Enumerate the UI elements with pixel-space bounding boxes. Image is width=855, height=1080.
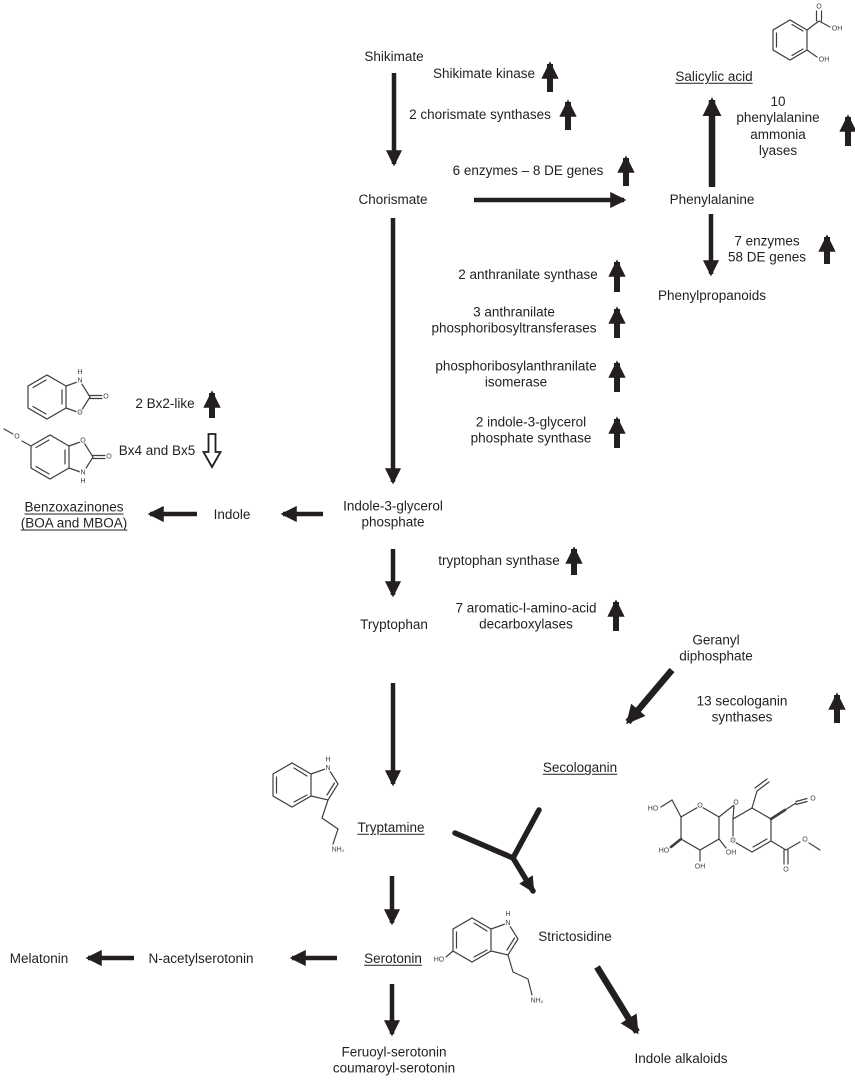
node-melatonin: Melatonin <box>9 950 69 966</box>
node-geranyl-diphosphate: Geranyl diphosphate <box>679 632 753 664</box>
atom-label: HO <box>434 957 445 964</box>
node-strictosidine: Strictosidine <box>538 928 612 944</box>
atom-label: HO <box>648 806 659 813</box>
enzyme-indole-3-glycerol-phosphate-synthase: 2 indole-3-glycerol phosphate synthase <box>470 414 592 446</box>
enzyme-six-enzymes: 6 enzymes – 8 DE genes <box>452 162 604 178</box>
enzyme-aromatic-amino-acid-decarboxylases: 7 aromatic-l-amino-acid decarboxylases <box>455 600 597 632</box>
atom-label: N <box>505 920 510 927</box>
node-indole-3-glycerol-phosphate: Indole-3-glycerol phosphate <box>343 498 443 530</box>
atom-label: N <box>325 765 330 772</box>
enzyme-seven-enzymes: 7 enzymes 58 DE genes <box>727 233 807 265</box>
arrow-geranyl-to-secologanin <box>625 667 675 725</box>
atom-label: O <box>783 867 789 874</box>
atom-label: O <box>80 438 86 445</box>
node-salicylic-acid: Salicylic acid <box>675 68 753 84</box>
node-chorismate: Chorismate <box>358 191 428 207</box>
arrow-tryptamine-secologanin-to-strictosidine <box>452 807 542 894</box>
atom-label: O <box>697 803 703 810</box>
secologanin-structure: HO O O HO OH OH O O O O <box>647 778 821 875</box>
atom-label: O <box>77 410 83 417</box>
enzyme-chorismate-synthases: 2 chorismate synthases <box>409 106 551 122</box>
atom-label: OH <box>832 26 843 33</box>
node-phenylpropanoids: Phenylpropanoids <box>657 287 767 303</box>
atom-label: NH₂ <box>531 998 544 1005</box>
node-indole-alkaloids: Indole alkaloids <box>634 1050 728 1066</box>
salicylic-acid-structure: O OH OH <box>772 2 844 65</box>
atom-label: OH <box>726 850 737 857</box>
atom-label: N <box>80 470 85 477</box>
arrow-strictosidine-to-indole-alkaloids <box>594 965 640 1035</box>
node-tryptophan: Tryptophan <box>360 616 428 632</box>
atom-label: O <box>103 394 109 401</box>
atom-label: O <box>14 434 20 441</box>
mboa-structure: O O O N H <box>3 428 114 486</box>
node-shikimate: Shikimate <box>364 48 424 64</box>
atom-label: H <box>77 369 82 376</box>
enzyme-secologanin-synthases: 13 secologanin synthases <box>696 693 788 725</box>
atom-label: H <box>505 911 510 918</box>
enzyme-phenylalanine-ammonia-lyases: 10 phenylalanine ammonia lyases <box>736 94 820 159</box>
atom-label: O <box>730 838 736 845</box>
node-n-acetylserotonin: N-acetylserotonin <box>148 950 254 966</box>
downregulation-open-arrow-bx4-bx5 <box>201 433 223 469</box>
atom-label: HO <box>659 848 670 855</box>
enzyme-bx4-bx5: Bx4 and Bx5 <box>118 442 196 458</box>
atom-label: N <box>77 378 82 385</box>
atom-label: O <box>106 454 112 461</box>
node-feruoyl-serotonin: Feruoyl-serotonin coumaroyl-serotonin <box>332 1044 456 1076</box>
node-serotonin: Serotonin <box>364 950 422 966</box>
node-indole: Indole <box>213 506 251 522</box>
atom-label: OH <box>695 864 706 871</box>
node-tryptamine: Tryptamine <box>357 819 425 835</box>
node-phenylalanine: Phenylalanine <box>669 191 755 207</box>
atom-label: H <box>325 757 330 764</box>
atom-label: O <box>810 796 816 803</box>
atom-label: O <box>802 837 808 844</box>
enzyme-phosphoribosylanthranilate-isomerase: phosphoribosylanthranilate isomerase <box>435 358 597 390</box>
tryptamine-structure: H N NH₂ <box>272 755 346 855</box>
atom-label: H <box>80 478 85 485</box>
enzyme-anthranilate-phosphoribosyltransferases: 3 anthranilate phosphoribosyltransferase… <box>431 304 597 336</box>
serotonin-structure: HO H N NH₂ <box>433 910 545 1006</box>
node-secologanin: Secologanin <box>542 759 618 775</box>
atom-label: OH <box>819 57 830 64</box>
atom-label: NH₂ <box>332 847 345 854</box>
atom-label: O <box>733 800 739 807</box>
enzyme-anthranilate-synthase: 2 anthranilate synthase <box>458 266 598 282</box>
node-benzoxazinones: Benzoxazinones (BOA and MBOA) <box>20 499 128 531</box>
enzyme-shikimate-kinase: Shikimate kinase <box>432 65 536 81</box>
enzyme-tryptophan-synthase: tryptophan synthase <box>438 552 560 568</box>
boa-structure: H N O O <box>27 368 111 420</box>
atom-label: O <box>816 4 822 11</box>
enzyme-bx2-like: 2 Bx2-like <box>135 395 195 411</box>
